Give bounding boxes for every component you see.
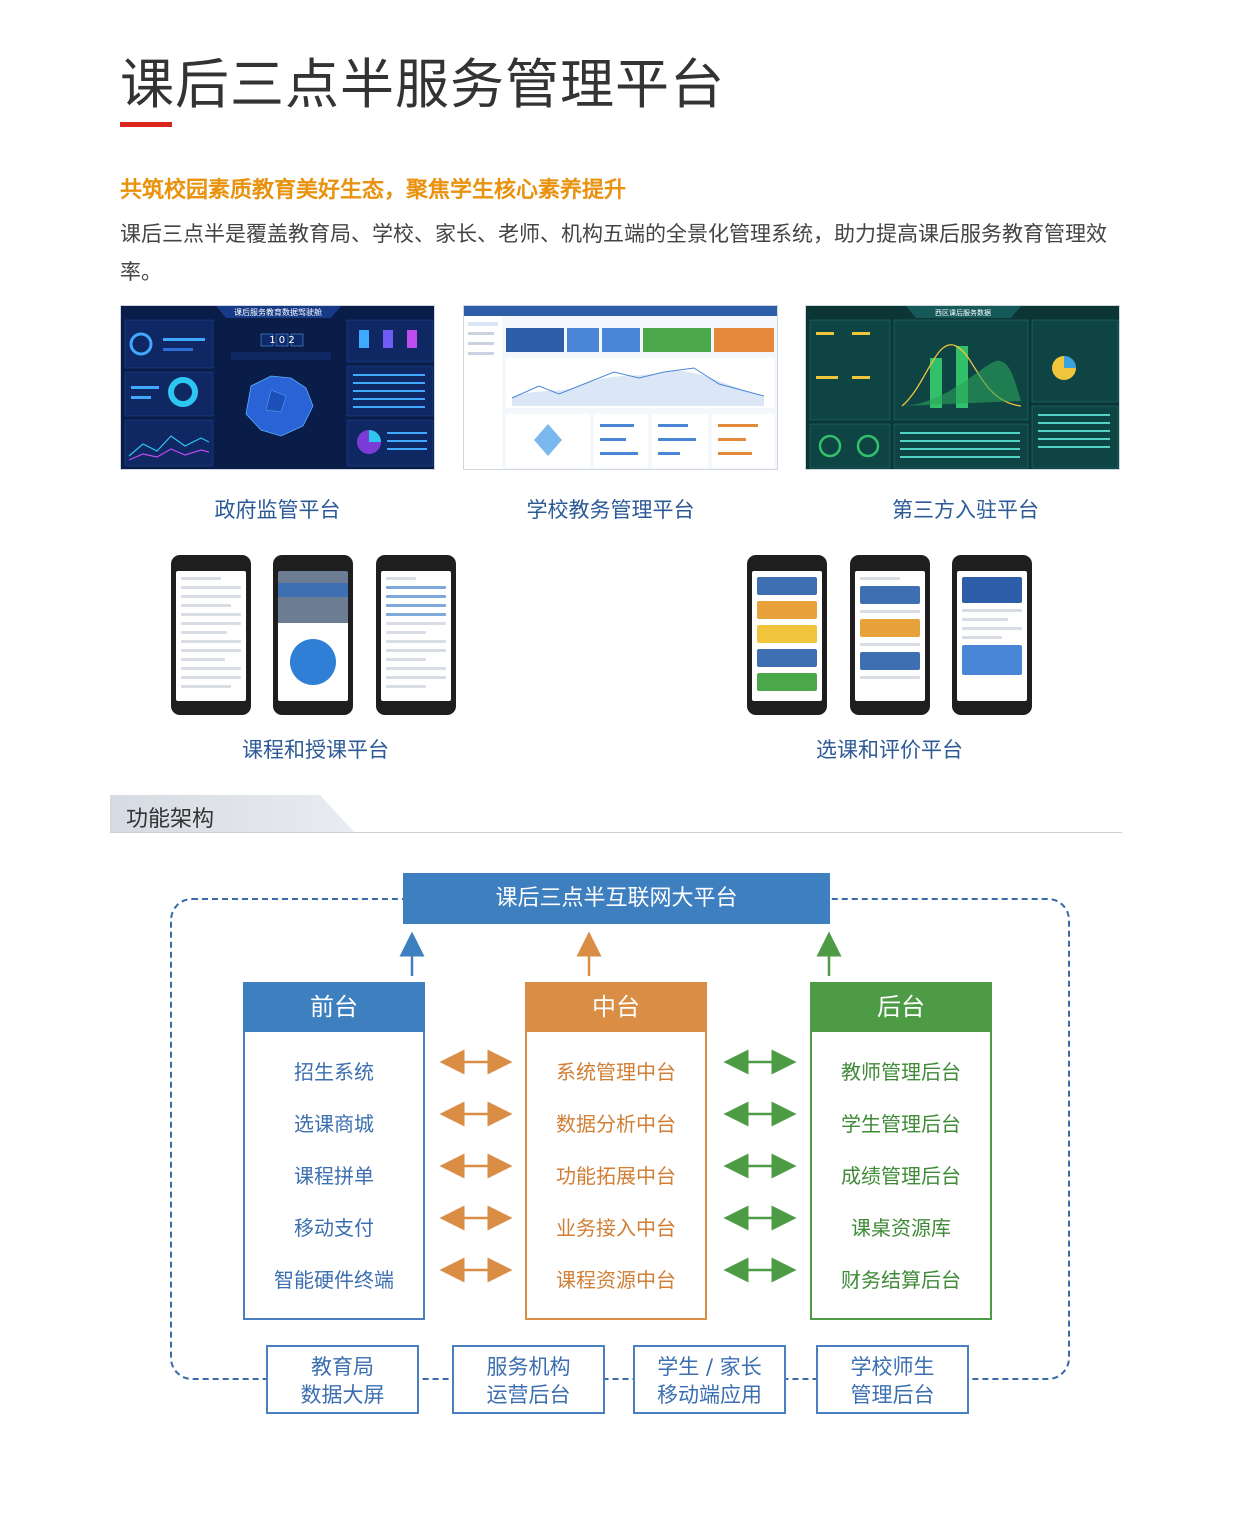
back-item: 学生管理后台 xyxy=(841,1112,961,1136)
bottom-box-line2: 移动端应用 xyxy=(657,1383,762,1407)
phone-sign-in xyxy=(273,555,353,715)
back-item: 教师管理后台 xyxy=(841,1060,961,1084)
back-item: 课桌资源库 xyxy=(851,1216,951,1240)
back-item: 财务结算后台 xyxy=(841,1268,961,1292)
school-admin-screenshot xyxy=(463,305,778,470)
selection-platform-caption: 选课和评价平台 xyxy=(816,738,963,762)
phone-course-detail xyxy=(850,555,930,715)
front-column-header: 前台 xyxy=(243,982,425,1032)
gov-dashboard-illustration: 课后服务教育数据驾驶舱 1 0 2 xyxy=(121,306,434,469)
gov-banner-text: 课后服务教育数据驾驶舱 xyxy=(234,307,322,317)
third-banner-text: 西区课后服务数据 xyxy=(935,308,991,317)
bottom-box-service-agency: 服务机构 运营后台 xyxy=(452,1345,605,1414)
middle-item: 系统管理中台 xyxy=(556,1060,676,1084)
gov-dashboard-screenshot: 课后服务教育数据驾驶舱 1 0 2 xyxy=(120,305,435,470)
middle-item: 课程资源中台 xyxy=(556,1268,676,1292)
front-item: 移动支付 xyxy=(294,1216,374,1240)
front-item: 课程拼单 xyxy=(294,1164,374,1188)
slogan: 共筑校园素质教育美好生态，聚焦学生核心素养提升 xyxy=(120,178,627,203)
bottom-box-education-bureau: 教育局 数据大屏 xyxy=(266,1345,419,1414)
bottom-box-line1: 教育局 xyxy=(311,1355,374,1379)
page-title: 课后三点半服务管理平台 xyxy=(120,53,725,116)
bottom-box-line2: 管理后台 xyxy=(850,1383,935,1407)
title-accent-bar xyxy=(120,122,172,127)
bottom-box-student-parent: 学生 / 家长 移动端应用 xyxy=(633,1345,786,1414)
middle-column: 中台 系统管理中台 数据分析中台 功能拓展中台 业务接入中台 课程资源中台 xyxy=(525,982,707,1320)
section-title: 功能架构 xyxy=(126,807,215,832)
gov-platform-caption: 政府监管平台 xyxy=(214,498,341,522)
bottom-box-line1: 学生 / 家长 xyxy=(657,1355,762,1379)
bottom-box-line2: 数据大屏 xyxy=(300,1383,385,1407)
middle-item: 业务接入中台 xyxy=(556,1216,676,1240)
third-party-screenshot: 西区课后服务数据 xyxy=(805,305,1120,470)
bottom-box-school-staff: 学校师生 管理后台 xyxy=(816,1345,969,1414)
school-admin-illustration xyxy=(464,306,777,469)
phone-course-list xyxy=(171,555,251,715)
back-column: 后台 教师管理后台 学生管理后台 成绩管理后台 课桌资源库 财务结算后台 xyxy=(810,982,992,1320)
section-divider xyxy=(110,832,1122,833)
third-party-illustration: 西区课后服务数据 xyxy=(806,306,1119,469)
front-item: 智能硬件终端 xyxy=(274,1268,394,1292)
back-column-header: 后台 xyxy=(810,982,992,1032)
description: 课后三点半是覆盖教育局、学校、家长、老师、机构五端的全景化管理系统，助力提高课后… xyxy=(120,222,1107,284)
bottom-box-line1: 服务机构 xyxy=(486,1355,571,1379)
front-item: 选课商城 xyxy=(294,1112,374,1136)
top-platform-box: 课后三点半互联网大平台 xyxy=(403,873,830,924)
gov-counter: 1 0 2 xyxy=(269,335,294,346)
front-item: 招生系统 xyxy=(294,1060,374,1084)
bottom-box-line2: 运营后台 xyxy=(486,1383,571,1407)
third-party-caption: 第三方入驻平台 xyxy=(892,498,1039,522)
middle-item: 功能拓展中台 xyxy=(556,1164,676,1188)
phone-review-list xyxy=(376,555,456,715)
phone-ai-course xyxy=(952,555,1032,715)
course-platform-caption: 课程和授课平台 xyxy=(242,738,389,762)
front-column: 前台 招生系统 选课商城 课程拼单 移动支付 智能硬件终端 xyxy=(243,982,425,1320)
phone-course-mall xyxy=(747,555,827,715)
back-item: 成绩管理后台 xyxy=(841,1164,961,1188)
section-header-bar xyxy=(110,795,355,833)
middle-item: 数据分析中台 xyxy=(556,1112,676,1136)
bottom-box-line1: 学校师生 xyxy=(850,1355,935,1379)
school-platform-caption: 学校教务管理平台 xyxy=(526,498,695,522)
middle-column-header: 中台 xyxy=(525,982,707,1032)
